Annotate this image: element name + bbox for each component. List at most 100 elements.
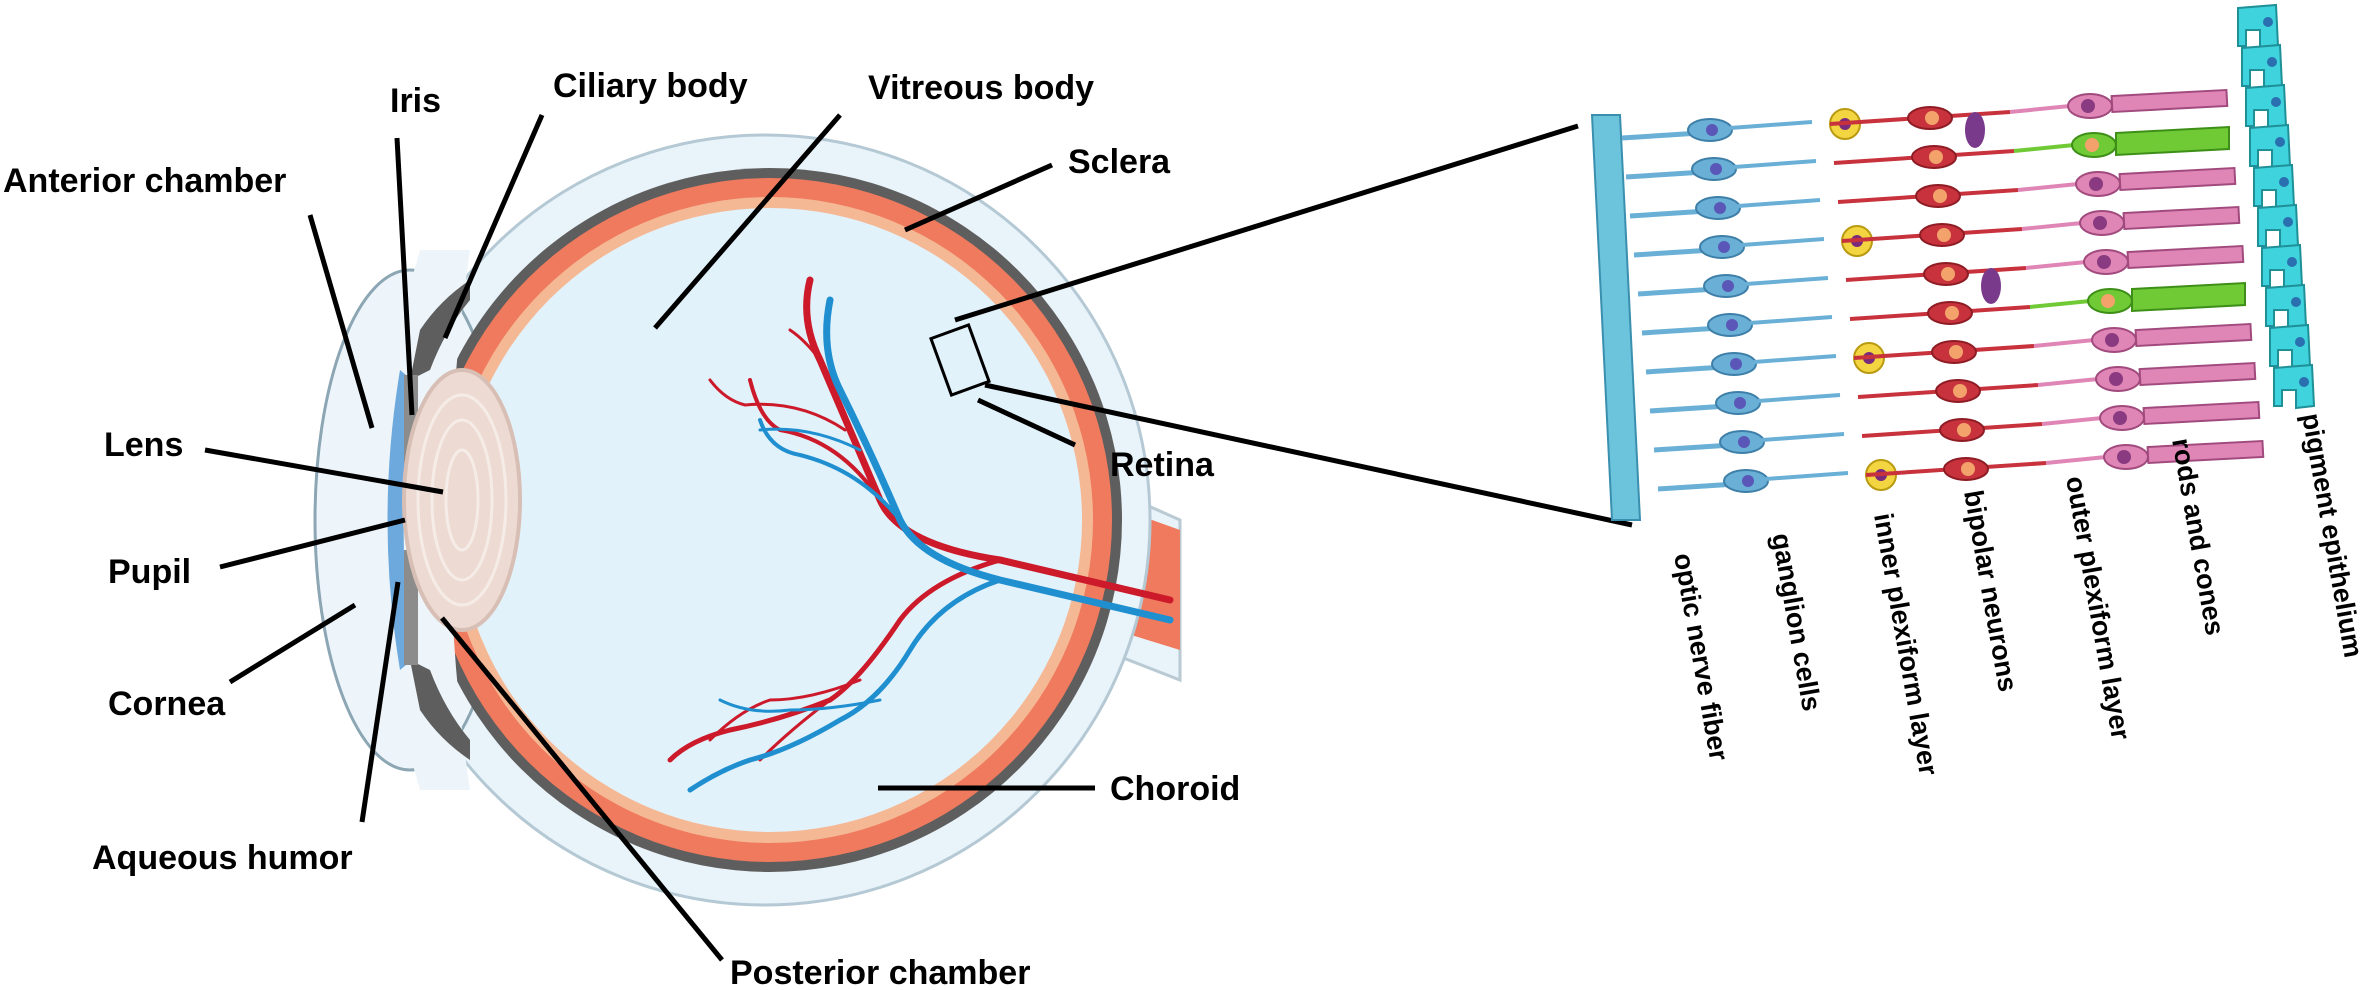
label-ciliary-body: Ciliary body <box>553 67 748 105</box>
photoreceptor-axon <box>2025 260 2087 270</box>
bipolar-nucleus <box>1945 306 1959 320</box>
vein-lower-branch <box>718 698 882 713</box>
photoreceptor-axon <box>2029 299 2091 309</box>
rod-outer-segment <box>2138 361 2257 387</box>
retina-cross-section <box>1590 3 2316 521</box>
artery-branch-3 <box>788 328 822 362</box>
axon <box>1649 403 1729 414</box>
horizontal-cell <box>1965 112 1985 148</box>
photoreceptor-axon <box>2045 455 2107 465</box>
leader-sclera <box>903 162 1054 233</box>
photoreceptor-nucleus <box>2085 138 2099 152</box>
ganglion-dendrite <box>1729 120 1813 130</box>
label-sclera: Sclera <box>1068 143 1171 181</box>
ciliary-body-shape <box>410 280 470 380</box>
rod-outer-segment <box>2118 166 2237 192</box>
photoreceptor-nucleus <box>2113 411 2127 425</box>
pigment-nucleus <box>2263 17 2273 27</box>
pigment-nucleus <box>2287 257 2297 267</box>
photoreceptor-axon <box>2013 143 2075 153</box>
bipolar-nucleus <box>1949 345 1963 359</box>
pigment-nucleus <box>2295 337 2305 347</box>
cone-outer-segment <box>2131 281 2246 313</box>
bipolar-nucleus <box>1941 267 1955 281</box>
photoreceptor-nucleus <box>2101 294 2115 308</box>
photoreceptor-axon <box>2033 338 2095 348</box>
leader-vitreous-body <box>653 113 842 330</box>
vein-branch-2 <box>758 427 862 452</box>
pigment-epithelium-layer <box>2237 3 2316 410</box>
photoreceptor-axon <box>2037 377 2099 387</box>
photoreceptor-nucleus <box>2097 255 2111 269</box>
ganglion-nucleus <box>1706 124 1718 136</box>
bipolar-nucleus <box>1961 462 1975 476</box>
label-optic-nerve-fiber: optic nerve fiber <box>1668 551 1734 764</box>
axon <box>1637 286 1717 297</box>
label-retina: Retina <box>1110 446 1215 484</box>
leader-retina <box>976 397 1077 448</box>
pigment-epithelium-cell <box>2241 43 2284 90</box>
leader-posterior-chamber <box>440 616 724 962</box>
leader-anterior-chamber <box>307 214 375 429</box>
axon <box>1621 130 1701 141</box>
label-pupil: Pupil <box>108 553 191 591</box>
zoom-line-top <box>954 123 1579 323</box>
pigment-nucleus <box>2291 297 2301 307</box>
retinal-vessels <box>667 276 1174 793</box>
ganglion-nucleus <box>1710 163 1722 175</box>
horizontal-cell <box>1981 268 2001 304</box>
ganglion-nucleus <box>1714 202 1726 214</box>
retina-cell-rows <box>1621 88 2265 493</box>
photoreceptor-nucleus <box>2081 99 2095 113</box>
ganglion-nucleus <box>1726 319 1738 331</box>
photoreceptor-nucleus <box>2105 333 2119 347</box>
retina-cell-row <box>1641 281 2246 337</box>
label-iris: Iris <box>390 82 441 120</box>
axon <box>1653 442 1733 453</box>
retina-cell-row <box>1633 205 2241 259</box>
retina-cell-row <box>1645 322 2253 376</box>
label-choroid: Choroid <box>1110 770 1240 808</box>
pigment-nucleus <box>2275 137 2285 147</box>
rod-outer-segment <box>2122 205 2241 231</box>
leader-cornea <box>228 602 357 685</box>
retina-cell-row <box>1649 361 2257 415</box>
bipolar-nucleus <box>1929 150 1943 164</box>
retina-cell-row <box>1637 244 2245 304</box>
rod-outer-segment <box>2142 400 2261 426</box>
rod-outer-segment <box>2110 88 2229 114</box>
ganglion-nucleus <box>1718 241 1730 253</box>
optic-nerve-fiber-layer <box>1590 114 1642 521</box>
retina-cell-row <box>1657 439 2265 493</box>
pigment-epithelium-cell <box>2261 243 2304 290</box>
photoreceptor-axon <box>2009 104 2071 114</box>
label-anterior-chamber: Anterior chamber <box>3 162 286 200</box>
bipolar-nucleus <box>1925 111 1939 125</box>
label-vitreous-body: Vitreous body <box>868 69 1094 107</box>
rod-outer-segment <box>2134 322 2253 348</box>
pigment-nucleus <box>2267 57 2277 67</box>
label-cornea: Cornea <box>108 685 226 723</box>
bipolar-nucleus <box>1933 189 1947 203</box>
photoreceptor-nucleus <box>2109 372 2123 386</box>
ganglion-nucleus <box>1730 358 1742 370</box>
axon <box>1641 325 1721 336</box>
pigment-epithelium-cell <box>2245 83 2288 130</box>
label-bipolar-neurons: bipolar neurons <box>1958 488 2023 694</box>
eyeball <box>313 133 1182 907</box>
label-outer-plexiform-layer: outer plexiform layer <box>2060 474 2136 743</box>
rod-outer-segment <box>2146 439 2265 465</box>
ganglion-dendrite <box>1741 237 1825 247</box>
pigment-epithelium-cell <box>2237 3 2280 50</box>
retina-cell-row <box>1653 400 2261 454</box>
ganglion-dendrite <box>1765 471 1849 481</box>
label-pigment-epithelium: pigment epithelium <box>2296 411 2369 660</box>
axon <box>1657 481 1737 492</box>
zoom-line-bottom <box>984 382 1633 528</box>
pigment-epithelium-cell <box>2249 123 2292 170</box>
pigment-epithelium-cell <box>2273 363 2316 410</box>
artery-branch-2 <box>708 378 847 432</box>
pigment-epithelium-cell <box>2269 323 2312 370</box>
artery-lower-branch <box>708 678 862 742</box>
photoreceptor-axon <box>2021 221 2083 231</box>
